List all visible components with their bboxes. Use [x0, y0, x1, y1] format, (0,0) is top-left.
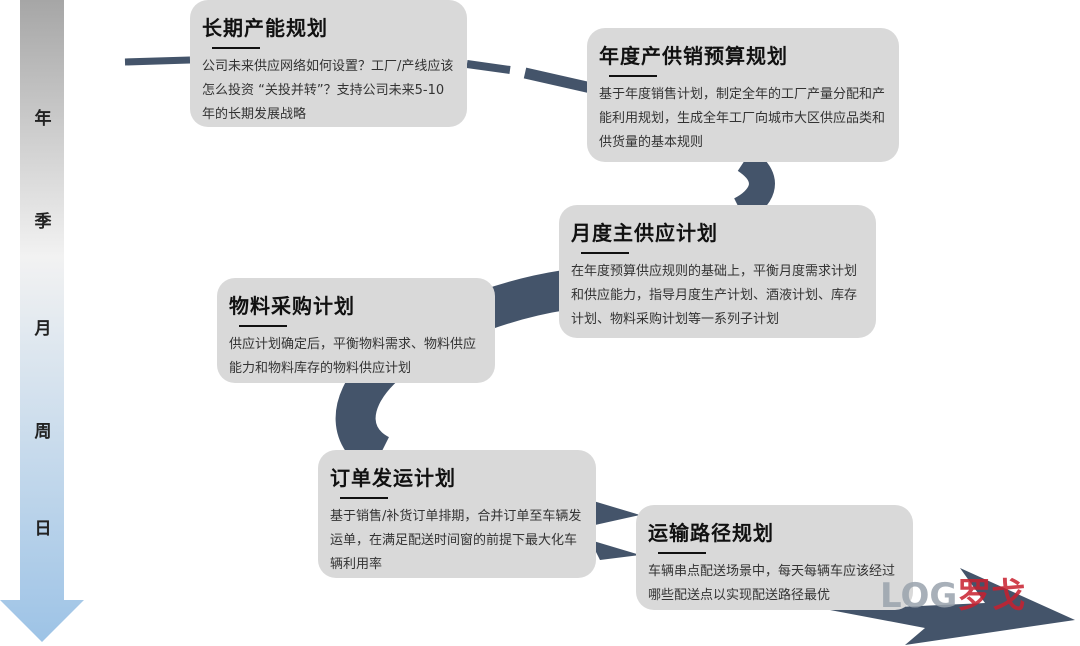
axis-label-day: 日	[34, 519, 52, 539]
card-title: 月度主供应计划	[571, 221, 718, 245]
card-description: 公司未来供应网络如何设置？工厂/产线应该怎么投资 “关投并转”？支持公司未来5-…	[202, 59, 454, 122]
card-description: 在年度预算供应规则的基础上，平衡月度需求计划和供应能力，指导月度生产计划、酒液计…	[571, 264, 858, 327]
axis-label-quarter: 季	[34, 212, 52, 232]
title-underline	[239, 325, 287, 327]
card-material-purchase: 物料采购计划 供应计划确定后，平衡物料需求、物料供应能力和物料库存的物料供应计划	[217, 278, 495, 383]
axis-label-year: 年	[34, 109, 52, 129]
title-underline	[581, 252, 629, 254]
card-title: 订单发运计划	[330, 466, 456, 490]
title-underline	[212, 47, 260, 49]
card-description: 车辆串点配送场景中，每天每辆车应该经过哪些配送点以实现配送路径最优	[648, 564, 896, 603]
card-title: 物料采购计划	[229, 294, 355, 318]
card-monthly-supply: 月度主供应计划 在年度预算供应规则的基础上，平衡月度需求计划和供应能力，指导月度…	[559, 205, 876, 338]
card-order-shipping: 订单发运计划 基于销售/补货订单排期，合并订单至车辆发运单，在满足配送时间窗的前…	[318, 450, 596, 578]
card-title: 长期产能规划	[202, 16, 328, 40]
card-title: 年度产供销预算规划	[599, 44, 788, 68]
card-route-planning: 运输路径规划 车辆串点配送场景中，每天每辆车应该经过哪些配送点以实现配送路径最优	[636, 505, 913, 610]
title-underline	[658, 552, 706, 554]
card-description: 供应计划确定后，平衡物料需求、物料供应能力和物料库存的物料供应计划	[229, 337, 477, 376]
watermark-logo: LOG罗戈	[880, 576, 1026, 616]
title-underline	[609, 75, 657, 77]
card-description: 基于年度销售计划，制定全年的工厂产量分配和产能利用规划，生成全年工厂向城市大区供…	[599, 87, 886, 150]
title-underline	[340, 497, 388, 499]
axis-label-week: 周	[34, 422, 52, 442]
time-granularity-arrow	[0, 0, 84, 642]
card-title: 运输路径规划	[648, 521, 774, 545]
axis-label-month: 月	[34, 319, 52, 339]
card-annual-budget: 年度产供销预算规划 基于年度销售计划，制定全年的工厂产量分配和产能利用规划，生成…	[587, 28, 899, 162]
card-long-term-capacity: 长期产能规划 公司未来供应网络如何设置？工厂/产线应该怎么投资 “关投并转”？支…	[190, 0, 467, 127]
card-description: 基于销售/补货订单排期，合并订单至车辆发运单，在满足配送时间窗的前提下最大化车辆…	[330, 509, 582, 572]
